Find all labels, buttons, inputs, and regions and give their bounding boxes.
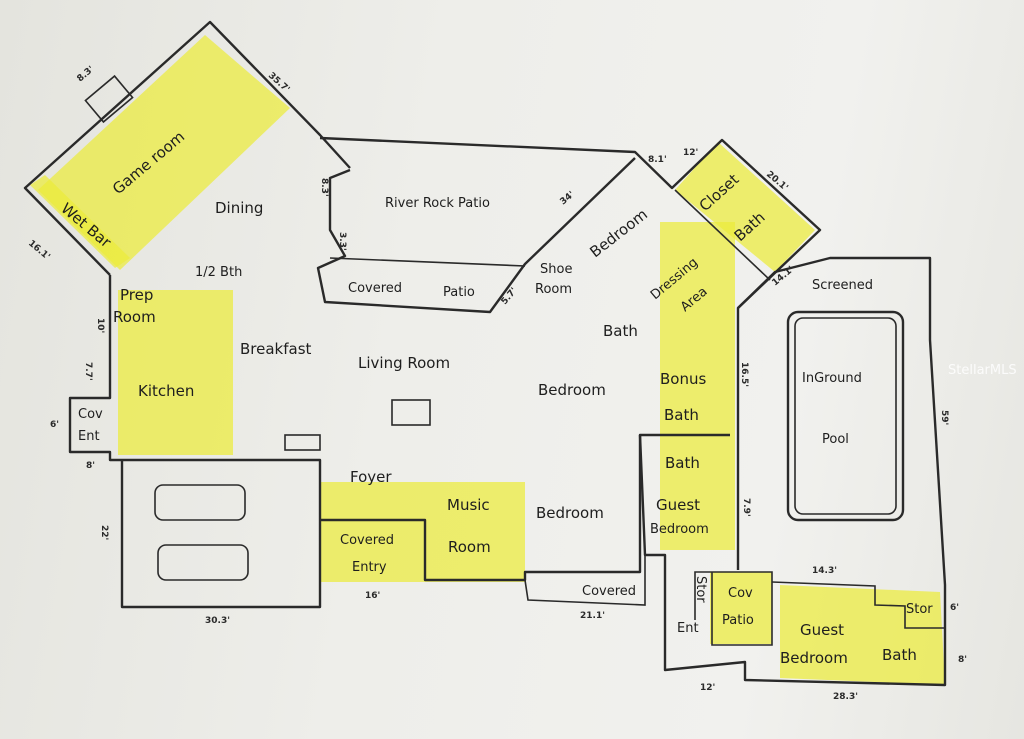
label-dining: Dining (215, 199, 263, 217)
highlight-closet-bath (675, 142, 815, 272)
car-icon (157, 544, 249, 581)
dim-patio-b: 3.3' (337, 232, 347, 251)
label-bath-center: Bath (603, 322, 638, 340)
label-half-bath: 1/2 Bth (195, 265, 242, 280)
highlight-guest-bedroom (780, 585, 945, 685)
label-inground: InGround (802, 371, 862, 386)
label-entry: Entry (352, 560, 387, 575)
highlight-kitchen (118, 290, 233, 455)
highlight-wet-bar (30, 175, 130, 268)
label-guest-bedroom-mid: Bedroom (650, 522, 709, 537)
label-music: Music (447, 496, 490, 514)
fireplace-icon (391, 399, 431, 426)
label-shoe-room: Room (535, 282, 572, 297)
label-stor-left: Stor (693, 576, 708, 603)
wall-screened (638, 256, 947, 687)
label-room: Room (113, 308, 156, 326)
label-covered-entry: Covered (340, 533, 394, 548)
fixture-icon (284, 434, 321, 451)
dim-guest: 7.9' (741, 498, 751, 517)
dim-kitchen: 7.7' (83, 362, 93, 381)
wall-closet (674, 189, 771, 281)
wall-guest-bedroom (771, 581, 945, 629)
label-bedroom-center: Bedroom (538, 381, 606, 399)
label-bedroom-upper: Bedroom (586, 205, 651, 261)
label-river-rock-patio: River Rock Patio (385, 196, 490, 211)
car-icon (154, 484, 246, 521)
dim-left-diag: 16.1' (26, 239, 52, 263)
inground-pool (786, 310, 905, 522)
label-pool: Pool (822, 432, 849, 447)
label-bath-right: Bath (882, 646, 917, 664)
highlights (30, 35, 945, 685)
label-kitchen: Kitchen (138, 382, 194, 400)
dim-ent-bottom: 12' (700, 683, 715, 693)
label-guest: Guest (656, 496, 700, 514)
label-music-room: Room (448, 538, 491, 556)
dim-garage-side: 22' (99, 525, 109, 540)
dim-pool-bottom: 14.3' (812, 566, 837, 576)
label-cov-patio: Cov (728, 586, 753, 601)
dim-closet-a: 8.1' (648, 155, 667, 165)
dim-pool-side: 59' (939, 410, 949, 425)
garage-cars (154, 484, 249, 581)
dim-cov-ent-side: 6' (50, 420, 59, 430)
chimney-icon (84, 74, 134, 124)
label-shoe: Shoe (540, 262, 572, 277)
label-foyer: Foyer (350, 468, 392, 486)
wall-patio-inner (316, 157, 636, 314)
label-covered-walk: Covered (582, 584, 636, 599)
dim-guest-right: 8' (958, 655, 967, 665)
highlight-dressing-bonus (660, 222, 735, 550)
label-guest-bedroom-right: Guest (800, 621, 844, 639)
label-stor-right: Stor (906, 602, 933, 617)
label-cov-ent: Cov (78, 407, 103, 422)
dim-bonus: 16.5' (739, 362, 749, 387)
watermark: StellarMLS (948, 363, 1017, 378)
dim-closet-b: 12' (683, 148, 698, 158)
dim-patio-a: 8.3' (319, 178, 329, 197)
wall-game-room-outer (23, 20, 351, 276)
label-breakfast: Breakfast (240, 340, 312, 358)
highlight-music-room (320, 482, 525, 582)
dim-covered-walk: 21.1' (580, 611, 605, 621)
dim-entry-bottom: 16' (365, 591, 380, 601)
dim-garage-bottom: 30.3' (205, 616, 230, 626)
dim-patio-c: 5.7' (500, 286, 520, 307)
label-guest-bedroom-right-2: Bedroom (780, 649, 848, 667)
wall-west (68, 275, 322, 609)
label-cov-ent-2: Ent (78, 429, 100, 444)
dim-bed-top: 34' (559, 190, 577, 207)
dim-stor: 6' (950, 603, 959, 613)
highlight-cov-patio (710, 572, 772, 644)
wall-covered-patio (329, 257, 526, 267)
label-bedroom-lower: Bedroom (536, 504, 604, 522)
dim-top-left: 8.3' (76, 65, 97, 85)
highlight-game-room (38, 35, 290, 270)
label-living-room: Living Room (358, 354, 450, 372)
inground-pool-inner (794, 317, 897, 515)
label-covered-patio-2: Patio (443, 285, 475, 300)
label-patio: Patio (722, 613, 754, 628)
label-prep: Prep (120, 286, 153, 304)
label-covered-patio: Covered (348, 281, 402, 296)
wall-guest-rooms (694, 571, 773, 646)
dim-cov-ent-bottom: 8' (86, 461, 95, 471)
dim-prep: 10' (95, 318, 105, 333)
dim-guest-bottom: 28.3' (833, 692, 858, 702)
label-guest-bath: Bath (665, 454, 700, 472)
walls (23, 20, 947, 687)
label-bonus: Bonus (660, 370, 706, 388)
label-ent: Ent (677, 621, 699, 636)
label-screened: Screened (812, 278, 873, 293)
wall-covered-walk (524, 555, 646, 606)
label-bonus-bath: Bath (664, 406, 699, 424)
